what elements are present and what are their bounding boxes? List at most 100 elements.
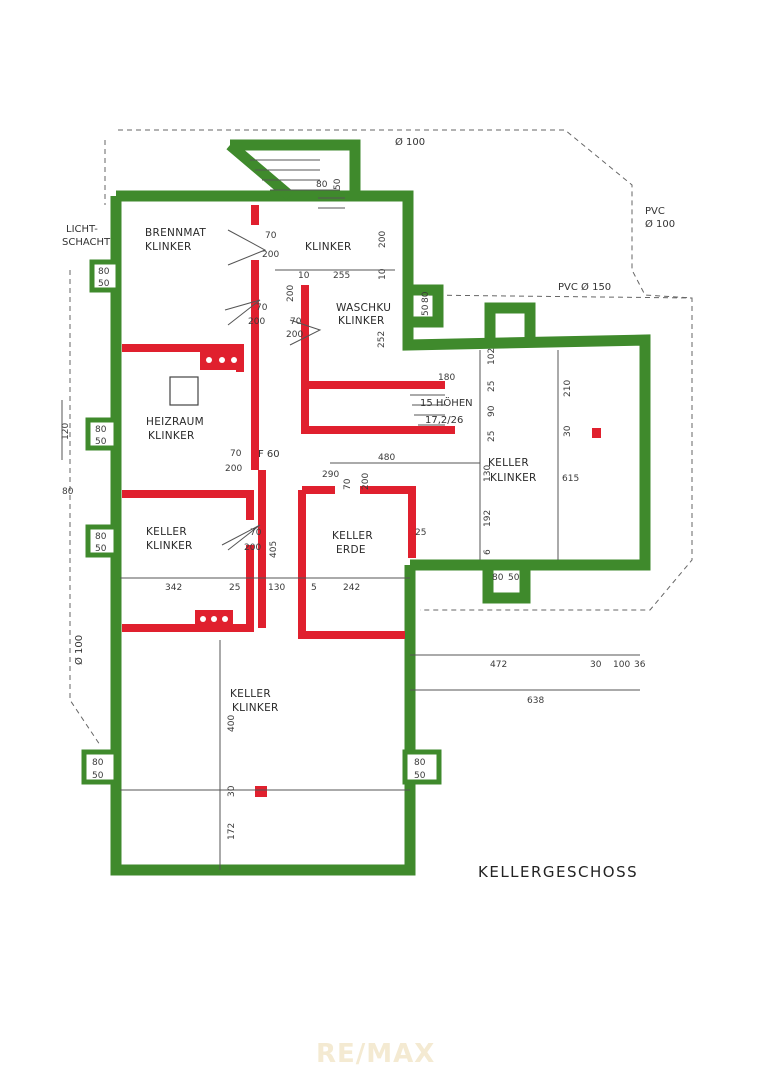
note-lichtschacht-1: LICHT- [66,224,98,235]
dim: 25 [487,381,497,392]
dim: 50 [421,304,431,316]
note-d100-top: Ø 100 [395,136,425,148]
dim: 200 [361,473,371,490]
stair-symbol-4 [221,524,261,551]
dim: 172 [227,823,237,840]
dim: 255 [333,271,350,281]
dim: 192 [483,510,493,527]
stair-steps-top [250,159,345,209]
site-outline-left [69,140,106,746]
room-heizraum-floor: KLINKER [148,430,195,442]
room-brennmat-name: BRENNMAT [145,227,206,239]
dim: 200 [225,464,242,474]
room-waschku-name: WASCHKU [336,302,391,314]
dim: 25 [487,431,497,442]
wall-red-3 [301,285,455,434]
dim: 6 [483,549,493,555]
dim: 200 [286,330,303,340]
stair-symbol-1 [227,229,267,266]
room-klinker-top-floor: KLINKER [305,241,352,253]
dim: 200 [262,250,279,260]
dim: 30 [563,425,573,437]
stair-symbol-2 [224,299,261,326]
dim: 30 [590,660,602,670]
wall-red-4 [122,490,254,632]
wall-window-bottom [482,565,531,604]
dim: 50 [508,573,520,583]
wall-lightshaft [484,302,536,340]
dim: 80 [92,758,104,768]
dim: 50 [95,437,107,447]
dim: 36 [634,660,646,670]
dim: 480 [378,453,395,463]
dim: 70 [250,528,262,538]
room-keller-east-floor: KLINKER [490,472,537,484]
window-box-4 [81,749,119,785]
room-keller-south-floor: KLINKER [232,702,279,714]
dim: 5 [311,583,317,593]
dim: 130 [483,465,493,482]
dim: 50 [95,544,107,554]
dim: 90 [487,405,497,417]
stair-symbol-3 [289,319,322,346]
window-box-2 [85,417,119,451]
room-brennmat-floor: KLINKER [145,241,192,253]
dim: 70 [230,449,242,459]
dim: 80 [95,425,107,435]
dim: 70 [343,478,353,490]
note-stair-2: 17,2/26 [425,415,463,426]
pillar-1 [592,428,601,438]
dim: 10 [298,271,310,281]
dim: 638 [527,696,544,706]
dim: 100 [613,660,630,670]
dim: 615 [562,474,579,484]
dim: 50 [333,178,343,190]
dim: 80 [98,267,110,277]
dim: 102 [487,348,497,365]
dim: 405 [269,541,279,558]
window-box-3 [85,524,119,558]
note-pvc-100-2: Ø 100 [645,218,675,230]
dim: 10 [378,268,388,280]
room-keller-erde-name: KELLER [332,530,373,542]
watermark: RE/MAX [316,1039,435,1069]
room-keller-south-name: KELLER [230,688,271,700]
dim: 30 [227,785,237,797]
note-pvc-100-1: PVC [645,206,665,217]
dim: 70 [256,303,268,313]
note-lichtschacht-2: SCHACHT [62,237,111,248]
room-keller-west-floor: KLINKER [146,540,193,552]
dim: 50 [414,771,426,781]
dim: 50 [98,279,110,289]
dim: 242 [343,583,360,593]
dim: 180 [438,373,455,383]
dim: 400 [227,715,237,732]
boiler [169,376,199,406]
dim: 80 [62,487,74,497]
dim: 200 [244,543,261,553]
wall-red-5 [298,486,416,639]
wall-inner-heiz [410,284,444,328]
dim: 252 [377,331,387,348]
dim: 342 [165,583,182,593]
note-stair-1: 15 HÖHEN [420,396,473,409]
window-box-1 [89,259,121,293]
pillar-2 [255,786,267,797]
dim: 200 [248,317,265,327]
dim: 120 [61,423,71,440]
note-f60: F 60 [258,449,280,460]
pvc-line-150 [419,294,693,299]
dim: 50 [92,771,104,781]
room-heizraum-name: HEIZRAUM [146,416,204,428]
dim: 210 [563,380,573,397]
room-keller-east-name: KELLER [488,457,529,469]
room-keller-erde-floor: ERDE [336,544,366,556]
window-box-5 [402,749,442,785]
dim: 80 [414,758,426,768]
site-outline [118,129,693,611]
dim-lines [61,269,640,870]
dim: 80 [421,291,431,303]
dim: 25 [229,583,240,593]
room-waschku-floor: KLINKER [338,315,385,327]
